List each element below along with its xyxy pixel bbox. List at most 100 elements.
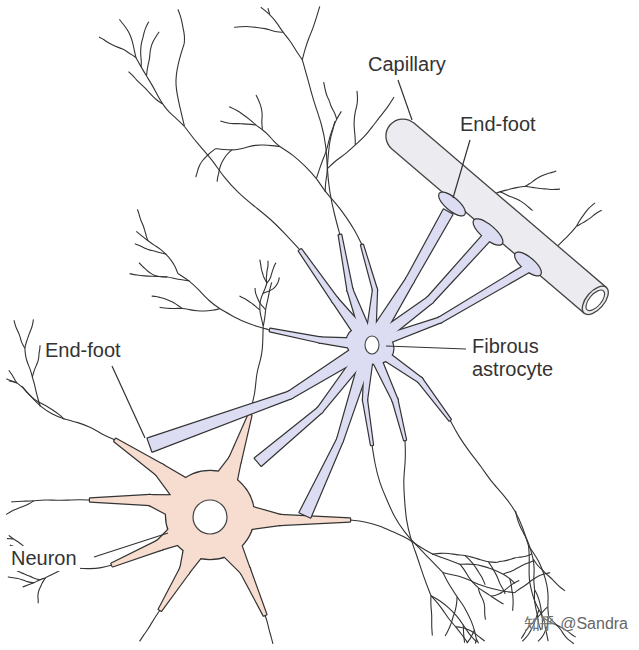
cell-part [337,437,343,443]
outline-part [418,379,451,421]
fine-process [302,60,340,235]
astrocyte-nucleus [365,336,379,354]
fine-process [32,345,40,377]
fine-process [460,564,504,604]
cell-part [148,392,292,452]
fine-process [160,307,220,311]
outline-part [270,329,321,343]
cell-part [240,568,266,616]
fine-process [256,95,262,130]
outline-part [111,540,162,566]
outline-part [407,210,453,282]
fine-process [525,171,556,187]
fine-process [525,186,560,189]
capillary-wall [379,112,606,313]
fine-process [450,420,529,546]
fine-process [476,639,478,643]
outline-part [427,297,434,304]
fine-process [431,596,433,636]
cell-part [270,329,321,343]
fine-process [140,610,160,641]
fine-process [22,386,115,440]
fine-process [178,9,185,43]
fine-process [443,573,515,593]
outline-part [318,338,323,343]
neuron-outline [90,415,350,616]
cell-part [407,210,453,282]
fine-process [184,126,300,250]
fine-process [38,578,46,603]
fine-process [302,6,319,59]
outline-part [255,408,322,466]
leader-line [398,80,412,120]
cell-part [439,265,530,323]
cell-part [300,439,343,518]
cell-part [180,565,190,575]
fine-process [176,43,185,126]
cell-part [427,297,434,304]
leader-line [112,366,145,438]
fine-process [129,72,163,104]
outline-part [348,288,353,293]
neuron-body [90,415,350,616]
cell-part [393,399,406,440]
fine-process [460,564,515,583]
fine-process [267,263,276,283]
fine-process [404,440,431,596]
fine-process [265,615,273,644]
fine-process [8,577,34,583]
fine-process [119,19,136,57]
cell-part [363,400,373,445]
cell-part [418,379,451,421]
fine-process [261,7,303,60]
outline-part [155,540,165,550]
outline-part [339,235,353,291]
fine-process [152,296,182,308]
fine-process [431,596,468,643]
cell-part [240,565,250,575]
cell-part [363,398,367,402]
outline-part [287,392,294,399]
fine-process [497,554,532,562]
cell-part [332,297,338,303]
outline-part [240,568,266,616]
cell-part [229,454,241,466]
outline-part [154,464,166,476]
outline-part [361,245,377,291]
fine-process [234,26,283,32]
fine-process [216,145,280,150]
cell-part [275,515,285,525]
cell-part [287,392,294,399]
fine-process [317,111,342,178]
outline-part [180,565,190,575]
outline-part [275,515,285,525]
outline-part [363,398,367,402]
fine-process [139,263,167,278]
cell-part [90,495,150,505]
outline-part [363,400,373,445]
cell-part [361,245,377,291]
cell-part [318,341,375,411]
outline-part [90,495,150,505]
outline-part [337,437,343,443]
leader-line [453,140,470,198]
cell-part [317,407,323,413]
part-label: Capillary [365,52,449,77]
outline-part [148,392,292,452]
fine-process [99,37,136,58]
fine-process [196,149,216,177]
fine-process [178,273,270,330]
part-label: Neuron [8,546,80,571]
fine-process [445,597,457,636]
cell-part [348,288,353,293]
fine-process [354,91,357,145]
outline-part [299,249,338,302]
fine-process [475,639,477,644]
fine-process [478,588,485,620]
outline-part [332,297,338,303]
cell-part [255,408,322,466]
fine-process [510,578,514,611]
outline-part [317,407,323,413]
